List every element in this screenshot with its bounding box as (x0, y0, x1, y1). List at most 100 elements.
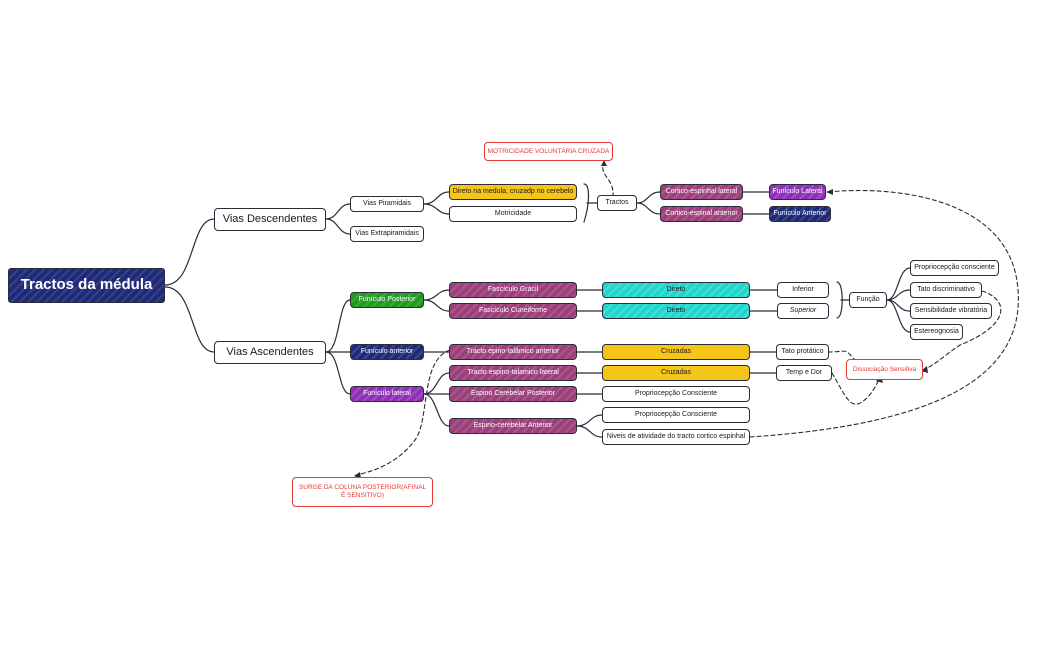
arrow-tracto-surge (355, 349, 451, 476)
cortico-anterior-label: Cortico-espinal anterior (665, 210, 738, 218)
superior-label: Superior (789, 307, 817, 315)
root-label: Tractos da médula (20, 276, 153, 294)
funcao-item-4-label: Estereognosia (914, 328, 959, 336)
espino-posterior-label: Espino Cerebelar Posterior (470, 390, 556, 398)
funcao-node[interactable]: Função (849, 292, 887, 308)
funcao-label: Função (856, 296, 880, 304)
fasciculo-gracil-node[interactable]: Fascículo Grácil (449, 282, 577, 298)
direto-2-label: Direto (666, 307, 686, 315)
vias-extrapiramidais-node[interactable]: Vias Extrapiramidais (350, 226, 424, 242)
connector-post-gracil (423, 289, 450, 301)
funcao-item-2-label: Tato discriminativo (917, 286, 975, 294)
connector-pir-direto (423, 191, 450, 205)
note-surge-label: SURGE DA COLUNA POSTERIOR(AFINAL É SENSI… (298, 483, 427, 499)
direto-medula-label: Direto na medula, cruzadp no cerebelo (452, 188, 574, 196)
funiculo-posterior-node[interactable]: Funículo Posterior (350, 292, 424, 308)
superior-node[interactable]: Superior (777, 303, 829, 319)
vias-piramidais-node[interactable]: Vias Piramidais (350, 196, 424, 212)
connector-lat-tracto (423, 372, 450, 395)
funiculo-lateral-desc-label: Funículo Lateral (772, 188, 823, 196)
connector-root-ascendentes (164, 286, 215, 353)
espino-anterior-label: Espino-cerebelar Anterior (473, 422, 553, 430)
cortico-lateral-node[interactable]: Cortico-espinhal lateral (660, 184, 743, 200)
connector-espino-proprio2 (576, 414, 603, 427)
temp-dor-node[interactable]: Temp e Dor (776, 365, 832, 381)
arrow-niveis-funiculo (749, 189, 1019, 438)
funiculo-lateral-asc-node[interactable]: Funículo lateral (350, 386, 424, 402)
espino-posterior-node[interactable]: Espino Cerebelar Posterior (449, 386, 577, 402)
propriocepcao-2-node[interactable]: Propriocepção Consciente (602, 407, 750, 423)
connector-desc-extrapiramidais (325, 218, 351, 235)
tracto-anterior-node[interactable]: Tracto epino-talâmico anterior (449, 344, 577, 360)
connector-root-descendentes (164, 218, 215, 286)
root-node[interactable]: Tractos da médula (8, 268, 165, 303)
arrowhead-funiculo-lateral (826, 189, 833, 195)
fasciculo-cuneiforme-node[interactable]: Fascículo Cuneiforme (449, 303, 577, 319)
direto-1-label: Direto (666, 286, 686, 294)
motricidade-node[interactable]: Motricidade (449, 206, 577, 222)
cruzadas-1-label: Cruzadas (661, 348, 691, 356)
funcao-item-3-label: Sensibilidade vibratória (914, 307, 988, 315)
funiculo-anterior-desc-node[interactable]: Funículo Anterior (769, 206, 831, 222)
motricidade-label: Motricidade (494, 210, 532, 218)
funiculo-anterior-asc-node[interactable]: Funículo anterior (350, 344, 424, 360)
vias-descendentes-node[interactable]: Vias Descendentes (214, 208, 326, 231)
niveis-label: Niveis de atividade do tracto cortico es… (606, 433, 746, 441)
note-motricidade[interactable]: MOTRICIDADE VOLUNTÁRIA CRUZADA (484, 142, 613, 161)
tractos-node[interactable]: Tractos (597, 195, 637, 211)
funiculo-lateral-desc-node[interactable]: Funículo Lateral (769, 184, 826, 200)
arrow-tractos-note (602, 161, 614, 198)
funcao-item-2[interactable]: Tato discriminativo (910, 282, 982, 298)
propriocepcao-1-node[interactable]: Propriocepção Consciente (602, 386, 750, 402)
tato-protatico-node[interactable]: Tato protático (776, 344, 829, 360)
tracto-lateral-node[interactable]: Tracto espino-talamico lateral (449, 365, 577, 381)
connector-tractos-anterior (636, 202, 661, 215)
connector-asc-lateral (325, 351, 351, 395)
connector-espino-niveis (576, 425, 603, 438)
funiculo-lateral-asc-label: Funículo lateral (363, 390, 411, 398)
vias-piramidais-label: Vias Piramidais (362, 200, 412, 208)
tracto-lateral-label: Tracto espino-talamico lateral (467, 369, 559, 377)
arrowhead-note-motricidade (601, 160, 607, 166)
inferior-node[interactable]: Inferior (777, 282, 829, 298)
direto-2-node[interactable]: Direto (602, 303, 750, 319)
direto-medula-node[interactable]: Direto na medula, cruzadp no cerebelo (449, 184, 577, 200)
vias-extrapiramidais-label: Vias Extrapiramidais (355, 230, 419, 238)
tracto-anterior-label: Tracto epino-talâmico anterior (466, 348, 560, 356)
connector-asc-posterior (325, 299, 351, 353)
fasciculo-gracil-label: Fascículo Grácil (487, 286, 539, 294)
arrow-tato-dissociacao (922, 290, 1002, 371)
funiculo-anterior-asc-label: Funículo anterior (360, 348, 414, 356)
note-dissociacao[interactable]: Dissociação Sensitiva (846, 359, 923, 380)
funcao-item-1-label: Propriocepção consciente (914, 264, 995, 272)
cruzadas-1-node[interactable]: Cruzadas (602, 344, 750, 360)
connector-lat-espino-ant (423, 393, 450, 427)
cruzadas-2-node[interactable]: Cruzadas (602, 365, 750, 381)
vias-ascendentes-label: Vias Ascendentes (226, 346, 314, 359)
propriocepcao-1-label: Propriocepção Consciente (634, 390, 718, 398)
note-motricidade-label: MOTRICIDADE VOLUNTÁRIA CRUZADA (487, 147, 610, 155)
funiculo-posterior-label: Funículo Posterior (358, 296, 416, 304)
inferior-label: Inferior (792, 286, 814, 294)
niveis-node[interactable]: Niveis de atividade do tracto cortico es… (602, 429, 750, 445)
funcao-item-1[interactable]: Propriocepção consciente (910, 260, 999, 276)
note-dissociacao-label: Dissociação Sensitiva (852, 365, 917, 373)
propriocepcao-2-label: Propriocepção Consciente (634, 411, 718, 419)
cruzadas-2-label: Cruzadas (661, 369, 691, 377)
connector-desc-piramidais (325, 203, 351, 220)
espino-anterior-node[interactable]: Espino-cerebelar Anterior (449, 418, 577, 434)
connector-tractos-lateral (636, 191, 661, 204)
arrow-tato-dissoc (827, 350, 861, 363)
funcao-item-4[interactable]: Estereognosia (910, 324, 963, 340)
cortico-anterior-node[interactable]: Cortico-espinal anterior (660, 206, 743, 222)
direto-1-node[interactable]: Direto (602, 282, 750, 298)
connector-post-cuneiforme (423, 299, 450, 312)
connector-funcao-4 (886, 299, 911, 333)
vias-descendentes-label: Vias Descendentes (222, 213, 318, 226)
funcao-item-3[interactable]: Sensibilidade vibratória (910, 303, 992, 319)
tato-protatico-label: Tato protático (781, 348, 824, 356)
note-surge[interactable]: SURGE DA COLUNA POSTERIOR(AFINAL É SENSI… (292, 477, 433, 507)
vias-ascendentes-node[interactable]: Vias Ascendentes (214, 341, 326, 364)
connector-pir-motricidade (423, 203, 450, 215)
